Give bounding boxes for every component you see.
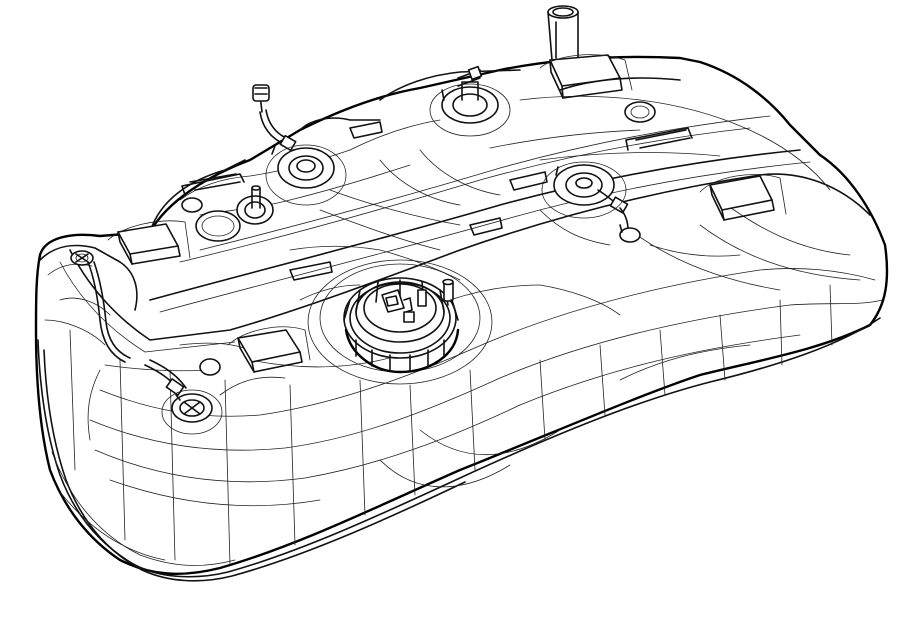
- deck-ridges: [289, 121, 741, 316]
- vent-hose-front: [87, 261, 131, 363]
- label-plate-left: [181, 173, 245, 196]
- tank-body: [34, 55, 889, 582]
- fuel-pump-lock-ring: [307, 259, 493, 385]
- rollover-valve-front-left: [70, 250, 94, 266]
- vent-port-left-upper: [181, 197, 203, 213]
- rollover-valve-rear: [144, 359, 223, 435]
- rollover-valve-rear-top: [429, 65, 511, 137]
- mounting-pad-center: [227, 326, 311, 373]
- mounting-pad-right: [699, 174, 787, 221]
- filler-neck-spout: [539, 5, 633, 99]
- rollover-valve-center: [252, 84, 347, 206]
- mounting-pad-left: [107, 220, 191, 265]
- label-plate-right: [625, 127, 693, 151]
- recess-left: [195, 210, 241, 242]
- vent-port-rear: [624, 101, 656, 123]
- vent-port-left: [199, 358, 221, 376]
- small-nipple-left: [236, 185, 274, 225]
- left-front-section: [39, 244, 211, 441]
- rollover-valve-right: [541, 161, 641, 243]
